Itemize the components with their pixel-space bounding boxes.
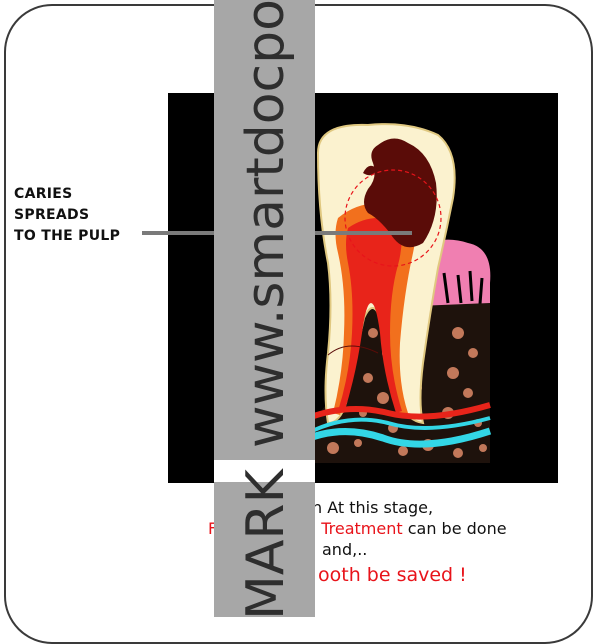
watermark-text: www.smartdocposters.co xyxy=(236,0,296,448)
label-line-1: CARIES xyxy=(14,184,120,205)
label-line-3: TO THE PULP xyxy=(14,226,120,247)
label-line-2: SPREADS xyxy=(14,205,120,226)
caption-line-2-rest: can be done xyxy=(403,519,507,538)
caption-line-3: and,.. xyxy=(322,540,367,559)
caries-label: CARIES SPREADS TO THE PULP xyxy=(14,184,120,247)
caption-line-2-red: Treatment xyxy=(321,519,402,538)
watermark-text-2: MARK xyxy=(236,469,296,620)
caption-line-4: ooth be saved ! xyxy=(318,564,467,586)
caption-line-1: n At this stage, xyxy=(312,498,433,517)
